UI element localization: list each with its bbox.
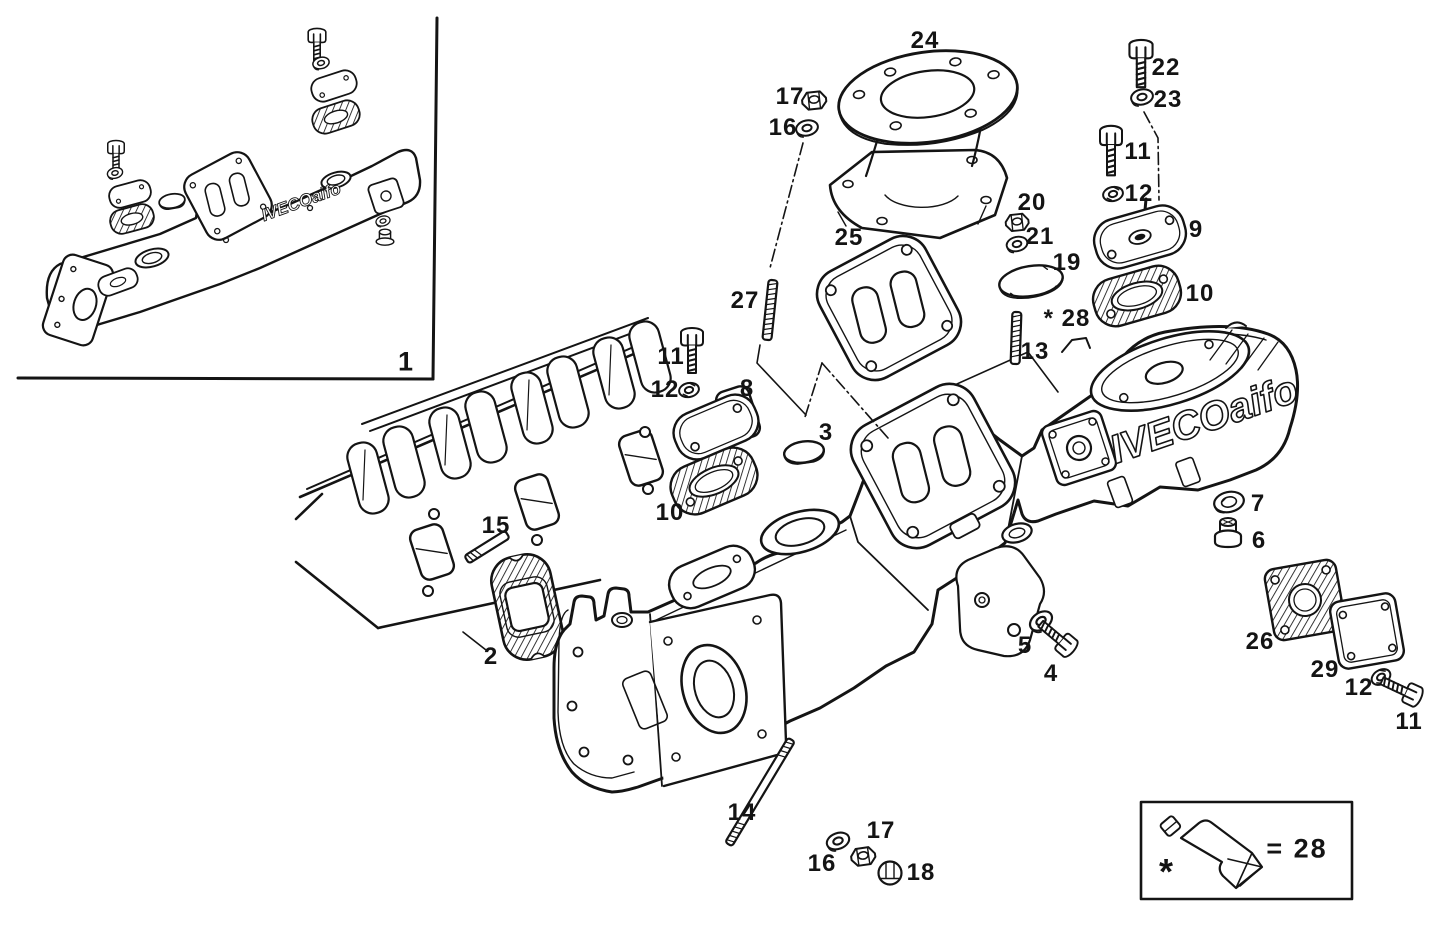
gasket-2-drawing bbox=[490, 553, 564, 661]
part-callout-16b: 16 bbox=[807, 850, 837, 877]
nut-17-top-drawing bbox=[800, 89, 828, 112]
part-callout-14: 14 bbox=[727, 799, 757, 826]
stud-14-drawing bbox=[725, 737, 795, 847]
part-callout-24: 24 bbox=[910, 27, 940, 54]
part-callout-11a: 11 bbox=[1124, 138, 1152, 165]
part-callout-12b: 12 bbox=[650, 376, 680, 403]
seal-washer-7-drawing bbox=[1213, 490, 1245, 514]
inset-callout-1: 1 bbox=[397, 346, 415, 377]
part-callout-12a: 12 bbox=[1124, 180, 1154, 207]
gasket-10-left-drawing bbox=[669, 446, 759, 516]
inset-box-border bbox=[16, 16, 439, 381]
washer-12-left-drawing bbox=[676, 380, 702, 400]
leader-line-2 bbox=[462, 631, 487, 651]
bolt-11-top-drawing bbox=[1098, 124, 1124, 177]
cylinder-head-drawing bbox=[294, 317, 762, 630]
bolt-4-drawing bbox=[1033, 614, 1082, 661]
part-callout-10a: 10 bbox=[1185, 280, 1215, 307]
part-callout-17a: 17 bbox=[775, 83, 805, 110]
part-callout-27: 27 bbox=[730, 287, 760, 314]
cover-9-drawing bbox=[1092, 204, 1188, 270]
part-callout-23: 23 bbox=[1153, 86, 1183, 113]
plug-6-drawing bbox=[1213, 517, 1243, 549]
stud-27-drawing bbox=[761, 278, 779, 342]
part-callout-2: 2 bbox=[483, 643, 499, 670]
part-callout-19: 19 bbox=[1052, 249, 1082, 276]
part-callout-25: 25 bbox=[834, 224, 864, 251]
inset-assembled-manifold-drawing: IVECOaifo bbox=[41, 148, 422, 347]
part-callout-15: 15 bbox=[481, 512, 511, 539]
legend-box bbox=[1139, 800, 1354, 901]
intake-manifold-drawing: IVECOaifo bbox=[552, 321, 1304, 794]
part-callout-7: 7 bbox=[1250, 490, 1266, 517]
part-callout-16a: 16 bbox=[768, 114, 798, 141]
inset-small-parts bbox=[105, 27, 395, 246]
cap-19-drawing bbox=[998, 264, 1064, 300]
part-25-plate-drawing bbox=[815, 234, 963, 382]
part-callout-26: 26 bbox=[1245, 628, 1275, 655]
cap-nut-18-drawing bbox=[877, 860, 903, 886]
part-callout-5: 5 bbox=[1017, 632, 1033, 659]
gasket-26-drawing bbox=[1263, 558, 1347, 642]
part-callout-8: 8 bbox=[739, 375, 755, 402]
part-callout-28-star: * 28 bbox=[1043, 305, 1091, 332]
sealant-tube-icon bbox=[1159, 815, 1264, 890]
part-24-flange-drawing bbox=[828, 49, 1019, 240]
washer-12-top-drawing bbox=[1100, 184, 1126, 204]
part-callout-12c: 12 bbox=[1344, 674, 1374, 701]
part-callout-9: 9 bbox=[1188, 216, 1204, 243]
plug-3-drawing bbox=[782, 440, 826, 465]
nut-17-bottom-drawing bbox=[849, 845, 878, 868]
gasket-10-right-drawing bbox=[1091, 264, 1183, 328]
bolt-22-drawing bbox=[1128, 38, 1154, 89]
washer-23-drawing bbox=[1128, 86, 1156, 109]
part-callout-13: 13 bbox=[1020, 338, 1050, 365]
part-callout-6: 6 bbox=[1251, 527, 1267, 554]
part-callout-11c: 11 bbox=[1395, 708, 1423, 735]
dowel-pin-15-drawing bbox=[464, 530, 510, 564]
legend-equals-28: = 28 bbox=[1266, 833, 1328, 864]
part-callout-10b: 10 bbox=[655, 499, 685, 526]
part-callout-20: 20 bbox=[1017, 189, 1047, 216]
stud-13-drawing bbox=[1009, 310, 1023, 366]
part-callout-17b: 17 bbox=[866, 817, 896, 844]
part-callout-22: 22 bbox=[1151, 54, 1181, 81]
part-callout-4: 4 bbox=[1043, 660, 1059, 687]
leader-lines bbox=[756, 111, 1160, 439]
part-callout-3: 3 bbox=[818, 419, 834, 446]
legend-star: * bbox=[1158, 851, 1174, 892]
part-callout-21: 21 bbox=[1025, 223, 1055, 250]
part-callout-11b: 11 bbox=[657, 343, 685, 370]
washer-16-top-drawing bbox=[793, 117, 821, 140]
part-callout-18: 18 bbox=[906, 859, 936, 886]
cover-29-drawing bbox=[1328, 592, 1406, 670]
part-callout-29: 29 bbox=[1310, 656, 1340, 683]
bolt-11-bottomright-drawing bbox=[1376, 670, 1427, 710]
